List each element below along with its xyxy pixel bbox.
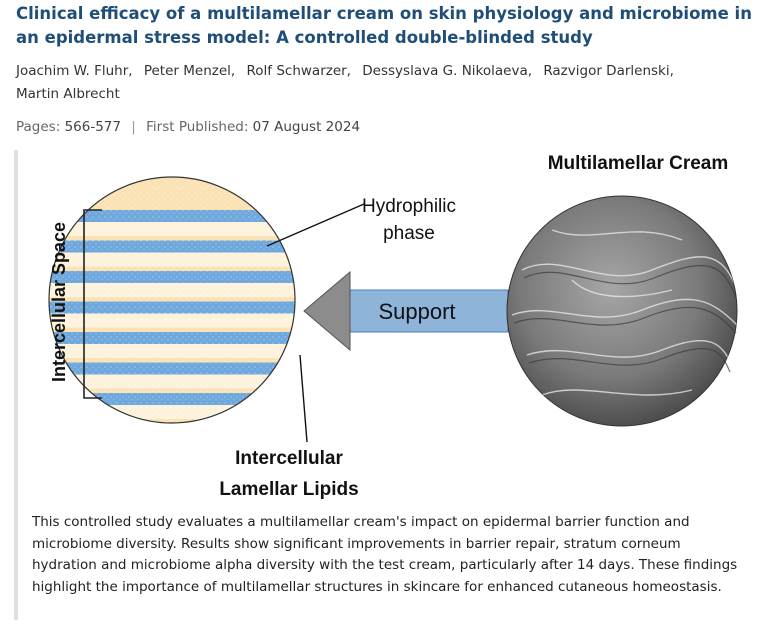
article-meta: Pages: 566-577 | First Published: 07 Aug…	[16, 119, 360, 135]
lamellar-circle	[48, 176, 296, 424]
lamellar-lipids-label: Lamellar Lipids	[219, 479, 358, 500]
cream-title: Multilamellar Cream	[548, 153, 729, 174]
author-link[interactable]: Peter Menzel,	[143, 63, 236, 79]
published-date: 07 August 2024	[252, 119, 361, 135]
meta-separator: |	[131, 119, 136, 135]
intercellular-label: Intercellular	[235, 448, 343, 469]
author-link[interactable]: Razvigor Darlenski,	[543, 63, 674, 79]
phase-label: phase	[383, 223, 435, 244]
pages-value: 566-577	[64, 119, 121, 135]
multilamellar-cream-image	[506, 195, 738, 427]
abstract-text: This controlled study evaluates a multil…	[32, 514, 738, 595]
author-link[interactable]: Joachim W. Fluhr,	[16, 63, 133, 79]
lipids-pointer	[299, 354, 308, 443]
support-label: Support	[378, 299, 455, 324]
graphical-abstract-figure: Intercellular Space Support	[48, 153, 738, 500]
author-link[interactable]: Dessyslava G. Nikolaeva,	[362, 63, 533, 79]
hydrophilic-pointer	[266, 203, 365, 247]
pages-label: Pages:	[16, 119, 61, 135]
intercellular-space-label: Intercellular Space	[49, 222, 69, 382]
graphical-abstract: Intercellular Space Support	[14, 150, 763, 620]
space-bracket	[83, 209, 102, 399]
author-link[interactable]: Martin Albrecht	[16, 86, 120, 102]
author-list: Joachim W. Fluhr, Peter Menzel, Rolf Sch…	[16, 60, 761, 106]
support-arrow: Support	[303, 270, 509, 352]
article-title[interactable]: Clinical efficacy of a multilamellar cre…	[16, 4, 752, 47]
arrow-shaft	[337, 289, 509, 333]
published-label: First Published:	[146, 119, 249, 135]
hydrophilic-label: Hydrophilic	[362, 196, 456, 217]
arrow-head	[303, 270, 351, 352]
author-link[interactable]: Rolf Schwarzer,	[246, 63, 351, 79]
circle-outline	[48, 176, 296, 424]
